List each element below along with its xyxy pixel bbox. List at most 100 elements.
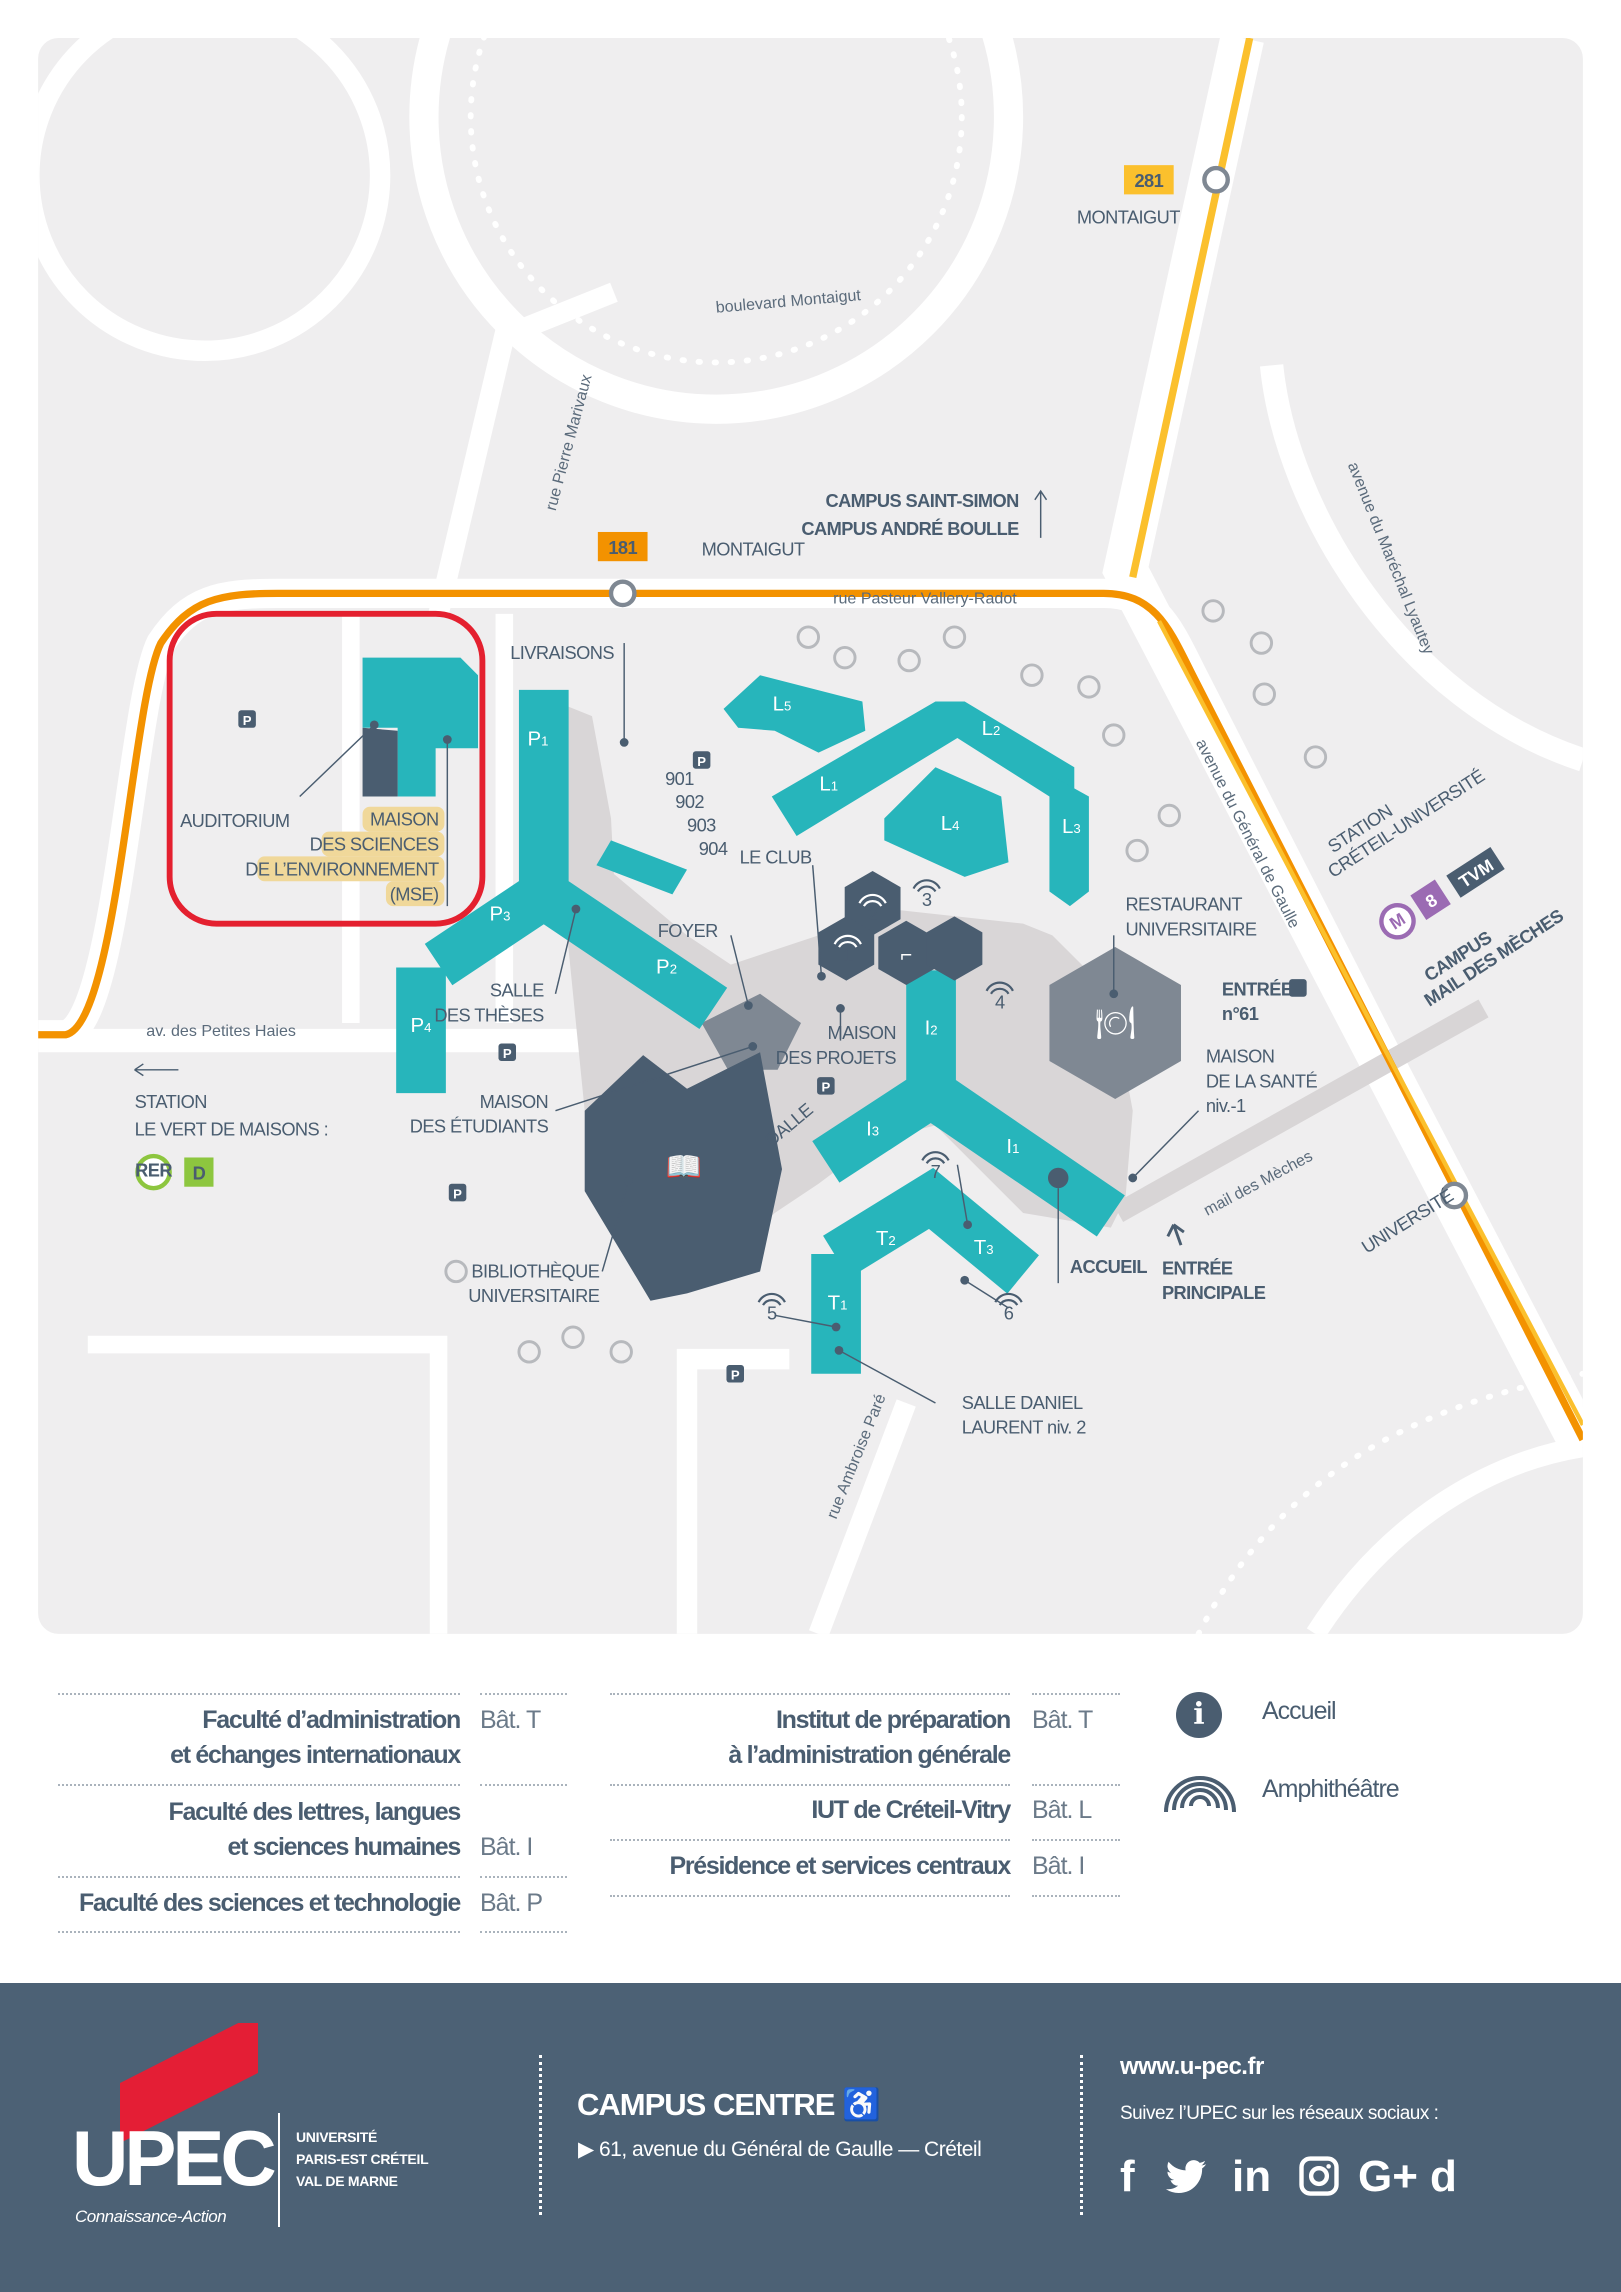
mse-label-highlight <box>385 881 445 907</box>
leader-line <box>554 908 577 994</box>
room-label-903[interactable]: 903 <box>687 815 717 836</box>
university-line: PARIS-EST CRÉTEIL <box>296 2151 429 2167</box>
legend-building-ref: Bât. L <box>1032 1796 1092 1824</box>
place-label-entree-principale: ENTRÉE <box>1162 1257 1233 1278</box>
building-label-i1[interactable]: I1 <box>1006 1135 1019 1158</box>
place-label-salle-theses: DES THÈSES <box>434 1005 544 1026</box>
dailymotion-icon[interactable]: d <box>1430 2152 1457 2201</box>
parking-label: P <box>503 1046 512 1061</box>
room-label-901[interactable]: 901 <box>665 768 695 789</box>
play-arrow-icon: ▶ <box>578 2138 594 2161</box>
legend-building-ref: Bât. T <box>1032 1706 1093 1734</box>
building-label-p4[interactable]: P4 <box>411 1014 432 1037</box>
building-label-l1[interactable]: L1 <box>819 773 838 796</box>
bibliotheque-building[interactable] <box>584 1052 783 1301</box>
library-book-icon: 📖 <box>666 1151 702 1183</box>
maison-etudiants-building[interactable] <box>701 993 802 1070</box>
legend-faculty-name: et sciences humaines <box>227 1833 462 1861</box>
place-label-bibliotheque: BIBLIOTHÈQUE <box>471 1260 599 1281</box>
tram-stop-icon[interactable] <box>1440 1181 1469 1210</box>
building-l1-l2[interactable] <box>771 701 1075 836</box>
amphitheatre-number[interactable]: 5 <box>767 1303 778 1324</box>
location-pin <box>369 720 379 730</box>
amphitheatre-number[interactable]: 7 <box>931 1161 942 1182</box>
place-label-livraisons: LIVRAISONS <box>510 642 614 663</box>
amphitheatre-icon <box>1164 1776 1236 1813</box>
leader-line <box>811 865 823 977</box>
restaurant-building[interactable] <box>1049 947 1181 1100</box>
building-l4[interactable] <box>884 767 1009 877</box>
parking-label: P <box>821 1080 830 1095</box>
building-label-i3[interactable]: I3 <box>866 1118 879 1141</box>
bus-stop-name: MONTAIGUT <box>1077 207 1180 228</box>
amphitheatre-icon <box>912 879 941 893</box>
place-label-station-vert: STATION <box>135 1091 207 1112</box>
rooms-900-building[interactable] <box>596 840 688 895</box>
building-label-p2[interactable]: P2 <box>656 955 677 978</box>
bus-stop-icon[interactable] <box>608 579 637 608</box>
building-label-l4[interactable]: L4 <box>941 812 960 835</box>
place-label-maison-projets: MAISON <box>827 1022 896 1043</box>
building-p[interactable] <box>396 689 728 1094</box>
info-icon[interactable] <box>1047 1167 1069 1189</box>
amphitheatre-icon <box>921 1151 950 1164</box>
place-label-salle-laurent: LAURENT niv. 2 <box>962 1417 1086 1438</box>
linkedin-icon[interactable]: in <box>1232 2152 1272 2201</box>
legend-amphi-label: Amphithéâtre <box>1262 1775 1400 1803</box>
building-i[interactable] <box>812 970 1125 1237</box>
amphitheatre-number[interactable]: 6 <box>1004 1303 1015 1324</box>
amphitheatre-number[interactable]: 1 <box>843 945 854 966</box>
maison-projets-hex[interactable] <box>818 916 875 981</box>
bus-stop-icon[interactable] <box>1202 165 1230 194</box>
place-label-campus-simon: CAMPUS SAINT-SIMON <box>825 490 1018 511</box>
legend-accueil-label: Accueil <box>1262 1697 1337 1725</box>
maison-projets-hex[interactable] <box>844 871 901 936</box>
place-label-sante: MAISON <box>1206 1045 1275 1066</box>
leader-line <box>774 1314 837 1328</box>
building-label-t3[interactable]: T3 <box>974 1236 994 1259</box>
amphitheatre-number[interactable]: 4 <box>995 991 1006 1012</box>
building-label-l3[interactable]: L3 <box>1062 815 1081 838</box>
website-link[interactable]: www.u-pec.fr <box>1120 2053 1264 2080</box>
building-t[interactable] <box>811 1167 1039 1374</box>
building-l5[interactable] <box>723 675 866 753</box>
tree-icon <box>1249 631 1274 655</box>
legend-faculty-name: Présidence et services centraux <box>669 1852 1012 1880</box>
divider <box>1080 2055 1083 2215</box>
tree-icon <box>942 625 967 649</box>
building-label-t1[interactable]: T1 <box>828 1291 848 1314</box>
place-label-maison-etudiants: DES ÉTUDIANTS <box>410 1116 549 1137</box>
amphitheatre-number[interactable]: 2 <box>868 904 879 925</box>
legend-divider <box>1032 1839 1120 1841</box>
buildings <box>362 657 1125 1374</box>
leader-line <box>601 1180 630 1272</box>
parking-label: P <box>453 1186 462 1201</box>
amphitheatre-number[interactable]: 3 <box>922 889 933 910</box>
legend-divider <box>58 1693 460 1695</box>
instagram-icon[interactable] <box>1298 2155 1340 2197</box>
building-label-l5[interactable]: L5 <box>773 692 792 715</box>
room-label-904[interactable]: 904 <box>699 838 729 859</box>
legend-divider <box>480 1876 567 1878</box>
footer: UPEC Connaissance-Action UNIVERSITÉ PARI… <box>0 1983 1621 2292</box>
maison-projets-hex[interactable] <box>878 920 935 986</box>
facebook-icon[interactable]: f <box>1120 2152 1135 2201</box>
room-label-902[interactable]: 902 <box>675 791 705 812</box>
tree-icon <box>897 648 921 673</box>
maison-projets-hex[interactable] <box>926 916 983 981</box>
building-label-p1[interactable]: P1 <box>527 727 548 750</box>
map-background <box>38 37 1583 1634</box>
legend-divider <box>480 1931 567 1933</box>
mse-building[interactable] <box>362 657 479 797</box>
auditorium-building[interactable] <box>362 727 398 797</box>
university-line: VAL DE MARNE <box>296 2173 398 2189</box>
legend-building-ref: Bât. T <box>480 1706 541 1734</box>
building-label-p3[interactable]: P3 <box>489 903 510 926</box>
google-plus-icon[interactable]: G+ <box>1358 2152 1418 2201</box>
building-l3[interactable] <box>1049 774 1089 907</box>
building-label-i2[interactable]: I2 <box>925 1017 938 1040</box>
twitter-icon[interactable] <box>1163 2155 1209 2199</box>
building-label-l2[interactable]: L2 <box>982 717 1001 740</box>
building-label-t2[interactable]: T2 <box>876 1227 896 1250</box>
